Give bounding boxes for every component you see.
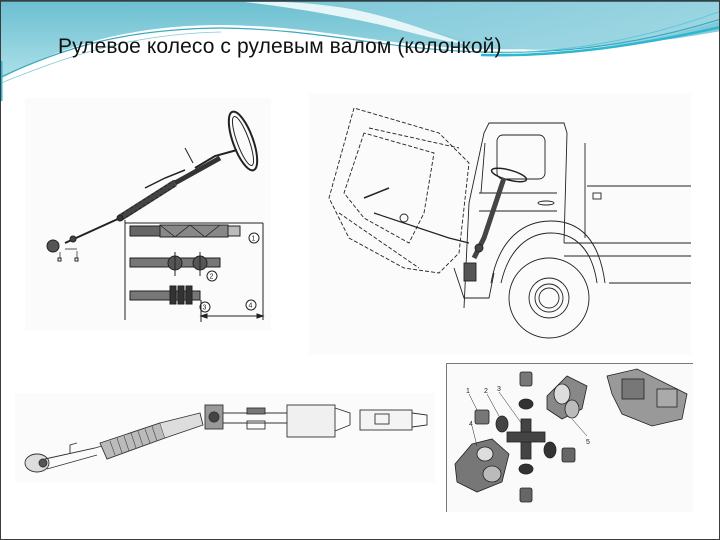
figure-truck-tilted-cab [309, 93, 691, 355]
steering-column-drawing: 1 2 3 4 [46, 110, 265, 322]
header-swoosh-decoration [1, 1, 719, 101]
universal-joint-drawing: 1 2 3 4 5 [454, 368, 688, 503]
callout-1: 1 [252, 236, 256, 243]
slide-title: Рулевое колесо с рулевым валом (колонкой… [58, 35, 502, 58]
callout-2: 2 [210, 274, 214, 281]
callout-4: 4 [249, 303, 253, 310]
figure-universal-joint-exploded: 1 2 3 4 5 [446, 363, 693, 512]
callout-4: 4 [469, 421, 473, 428]
figure-steering-column-assembly: 1 2 3 4 [25, 98, 271, 331]
steering-shaft-drawing [24, 404, 428, 473]
callout-1: 1 [466, 388, 470, 395]
callout-5: 5 [586, 439, 590, 446]
callout-3: 3 [203, 305, 207, 312]
figure-steering-shaft-side-view [15, 393, 435, 483]
callout-3: 3 [497, 386, 501, 393]
callout-2: 2 [484, 388, 488, 395]
truck-cab-drawing [328, 107, 691, 339]
